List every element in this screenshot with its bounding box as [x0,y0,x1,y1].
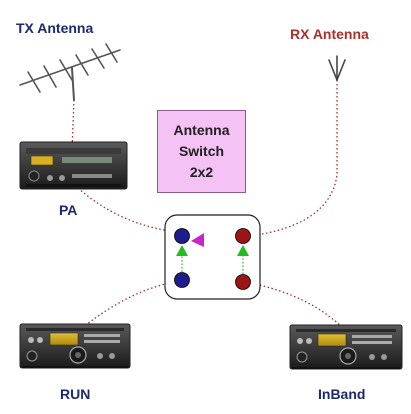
wire-tx-antenna-to-pa [71,99,75,151]
magenta-arrow [191,233,204,247]
wire-run-to-switch [81,281,176,329]
switch-box-line-1: Antenna [173,122,230,138]
yagi-antenna-icon [19,43,121,101]
inband-label: InBand [318,386,366,402]
switch-ports [174,228,251,290]
pa-label: PA [59,202,78,218]
power-amplifier-icon [19,141,128,190]
connection-wires [71,80,346,331]
tx-antenna-label: TX Antenna [16,20,94,36]
wire-rx-antenna-to-switch [249,80,338,237]
port-bottom-right [235,274,251,290]
switch-box-line-3: 2x2 [189,164,214,180]
port-top-right [235,228,251,244]
whip-antenna-icon [328,55,346,81]
port-bottom-left [174,272,190,288]
port-top-left [174,228,190,244]
green-arrows [176,245,249,274]
transceiver-icon [289,324,403,370]
wire-inband-to-switch [249,282,346,331]
run-label: RUN [60,386,91,402]
wire-pa-to-switch [77,187,178,233]
rx-antenna-label: RX Antenna [290,26,369,42]
switch-box-line-2: Switch [178,143,225,159]
green-arrow-left [176,245,188,256]
green-arrow-right [237,245,249,256]
antenna-switch-box: Antenna Switch 2x2 [157,110,246,193]
transceiver-icon [19,323,131,369]
